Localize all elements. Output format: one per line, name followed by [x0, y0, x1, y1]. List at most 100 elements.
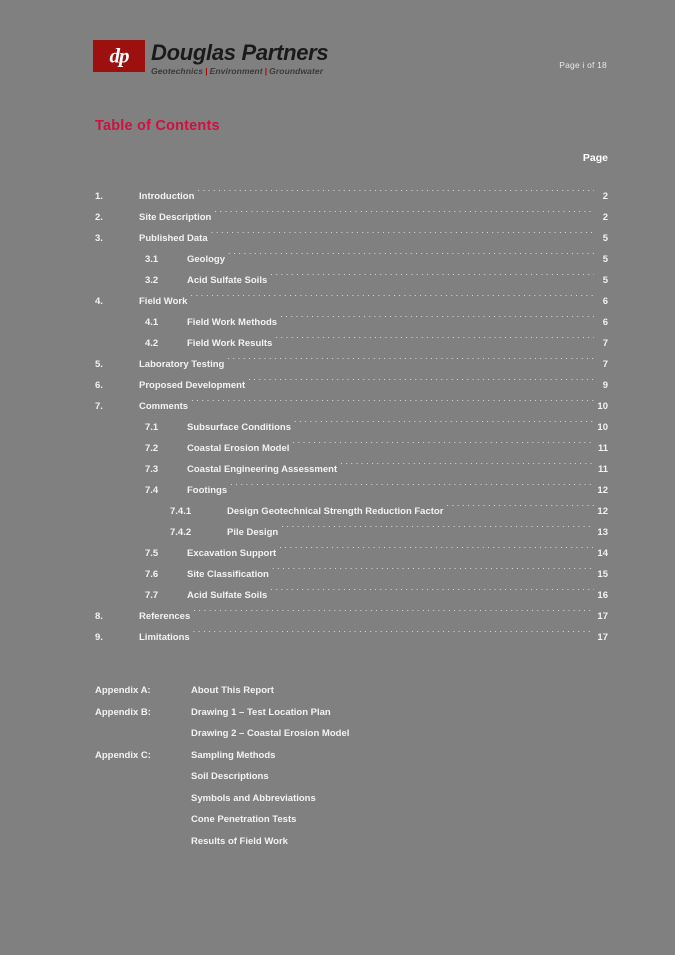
logo-monogram: dp [109, 43, 130, 68]
page-column-header: Page [582, 152, 608, 164]
appendix-value: About This Report [191, 685, 274, 696]
toc-entry-number: 7.5 [145, 548, 159, 559]
toc-entry-page-number: 7 [602, 359, 608, 370]
toc-dot-leader [294, 421, 594, 431]
appendix-value: Cone Penetration Tests [191, 814, 297, 825]
toc-entry-number: 4.2 [145, 338, 159, 349]
toc-entry-page-number: 6 [602, 317, 608, 328]
toc-entry-label: Field Work Methods [187, 317, 278, 328]
toc-entry-label: Site Classification [187, 569, 269, 580]
toc-dot-leader [197, 190, 594, 200]
toc-entry-number: 1. [95, 191, 103, 202]
appendix-key: Appendix A: [95, 685, 151, 696]
toc-dot-leader [275, 337, 594, 347]
toc-entry-number: 3.1 [145, 254, 159, 265]
toc-entry-page-number: 16 [597, 590, 608, 601]
appendix-value: Soil Descriptions [191, 771, 269, 782]
toc-entry-page-number: 17 [597, 611, 608, 622]
toc-dot-leader [272, 568, 594, 578]
toc-entry[interactable]: 6.Proposed Development9 [95, 375, 608, 396]
toc-entry[interactable]: 7.4Footings12 [95, 480, 608, 501]
company-logo: dp Douglas Partners Geotechnics |Environm… [93, 40, 329, 77]
page-header: dp Douglas Partners Geotechnics |Environm… [0, 0, 675, 90]
appendix-entry[interactable]: Appendix B:Drawing 1 – Test Location Pla… [95, 702, 595, 724]
table-of-contents-list: 1.Introduction22.Site Description23.Publ… [95, 186, 608, 648]
toc-entry-page-number: 13 [597, 527, 608, 538]
toc-dot-leader [230, 484, 594, 494]
toc-entry-number: 9. [95, 632, 103, 643]
appendix-entry[interactable]: Appendix A: About This Report [95, 680, 595, 702]
appendix-entry[interactable]: Soil Descriptions [95, 766, 595, 788]
appendix-value: Symbols and Abbreviations [191, 792, 316, 804]
toc-entry-page-number: 10 [597, 401, 608, 412]
toc-entry-label: Comments [139, 401, 189, 412]
toc-entry-number: 3.2 [145, 275, 159, 286]
toc-entry-page-number: 7 [602, 338, 608, 349]
toc-entry-page-number: 14 [597, 548, 608, 559]
toc-entry[interactable]: 8.References17 [95, 606, 608, 627]
toc-dot-leader [280, 316, 594, 326]
appendix-entry[interactable]: Drawing 2 – Coastal Erosion Model [95, 723, 595, 745]
toc-entry-page-number: 15 [597, 569, 608, 580]
toc-entry-page-number: 2 [602, 191, 608, 202]
toc-entry-number: 3. [95, 233, 103, 244]
appendix-entry[interactable]: Results of Field Work [95, 831, 595, 853]
toc-entry-page-number: 5 [602, 233, 608, 244]
toc-entry-page-number: 5 [602, 275, 608, 286]
toc-dot-leader [248, 379, 594, 389]
appendix-value: Drawing 2 – Coastal Erosion Model [191, 728, 350, 739]
toc-entry-label: Coastal Engineering Assessment [187, 464, 338, 475]
toc-entry[interactable]: 3.Published Data5 [95, 228, 608, 249]
tagline-separator-2: | [264, 66, 268, 77]
appendix-value: Sampling Methods [191, 749, 276, 761]
tagline-environment: Environment [209, 66, 263, 77]
appendix-key: Appendix C: [95, 749, 151, 761]
toc-entry-page-number: 5 [602, 254, 608, 265]
appendix-value: Results of Field Work [191, 835, 288, 847]
toc-entry[interactable]: 4.1 Field Work Methods 6 [95, 312, 608, 333]
toc-dot-leader [211, 232, 594, 242]
toc-dot-leader [190, 295, 594, 305]
toc-entry[interactable]: 7.6 Site Classification 15 [95, 564, 608, 585]
toc-entry-number: 6. [95, 380, 103, 391]
toc-entry-label: Field Work [139, 296, 188, 307]
toc-entry-number: 7.6 [145, 569, 159, 580]
toc-entry[interactable]: 2.Site Description2 [95, 207, 608, 228]
toc-dot-leader [292, 442, 594, 452]
page-title: Table of Contents [95, 118, 220, 134]
appendix-entry[interactable]: Cone Penetration Tests [95, 809, 595, 831]
company-name: Douglas Partners [151, 40, 329, 65]
toc-entry[interactable]: 7.4.1 Design Geotechnical Strength Reduct… [95, 501, 608, 522]
toc-entry[interactable]: 1.Introduction2 [95, 186, 608, 207]
toc-entry[interactable]: 7.Comments10 [95, 396, 608, 417]
toc-entry[interactable]: 4.2 Field Work Results 7 [95, 333, 608, 354]
toc-entry-page-number: 12 [597, 485, 608, 496]
toc-entry[interactable]: 4.Field Work6 [95, 291, 608, 312]
toc-dot-leader [191, 400, 594, 410]
toc-entry-label: Field Work Results [187, 338, 273, 349]
toc-dot-leader [193, 631, 594, 641]
toc-entry-page-number: 11 [597, 464, 608, 475]
toc-entry-label: Design Geotechnical Strength Reduction F… [227, 506, 444, 517]
toc-entry[interactable]: 9.Limitations17 [95, 627, 608, 648]
appendix-entry[interactable]: Appendix C: Sampling Methods [95, 745, 595, 767]
toc-dot-leader [228, 253, 594, 263]
toc-entry-label: Site Description [139, 212, 212, 223]
toc-entry-number: 4.1 [145, 317, 159, 328]
toc-entry-label: Pile Design [227, 527, 279, 538]
toc-entry[interactable]: 3.1Geology5 [95, 249, 608, 270]
toc-entry-number: 7.4.1 [170, 506, 192, 517]
tagline-geotechnics: Geotechnics [151, 66, 204, 77]
toc-entry-label: Limitations [139, 632, 190, 643]
appendix-entry[interactable]: Symbols and Abbreviations [95, 788, 595, 810]
toc-dot-leader [340, 463, 594, 473]
toc-entry-page-number: 9 [602, 380, 608, 391]
toc-entry[interactable]: 5.Laboratory Testing7 [95, 354, 608, 375]
